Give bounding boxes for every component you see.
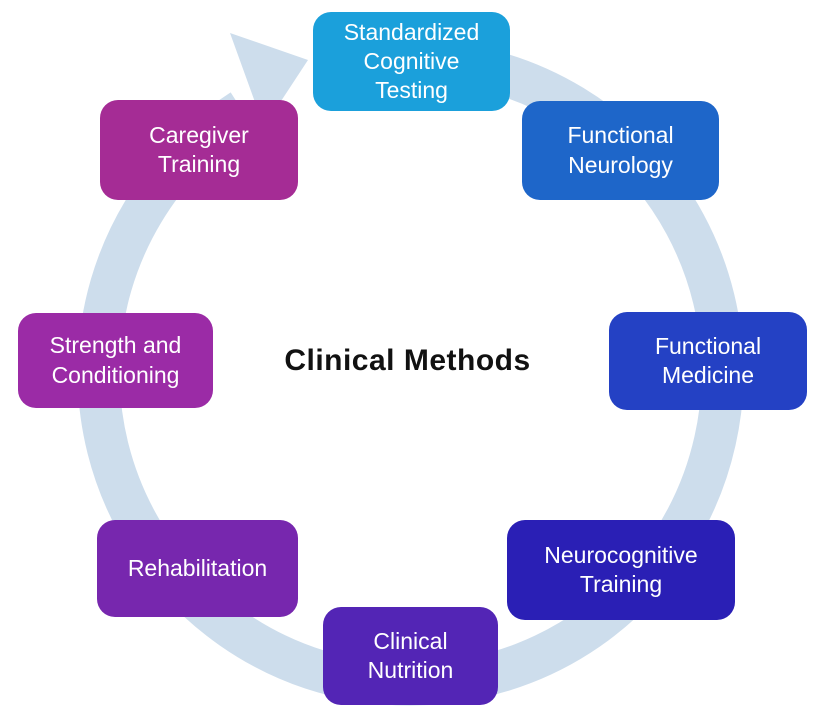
node-functional-medicine: Functional Medicine <box>609 312 807 410</box>
node-label: Neurocognitive Training <box>544 541 698 597</box>
node-label: Functional Medicine <box>654 332 762 388</box>
node-neurocognitive-training: Neurocognitive Training <box>507 520 735 620</box>
node-clinical-nutrition: Clinical Nutrition <box>323 607 498 705</box>
node-label: Strength and Conditioning <box>49 332 182 388</box>
diagram-title: Clinical Methods <box>284 344 531 377</box>
node-functional-neurology: Functional Neurology <box>522 101 719 200</box>
node-label: Clinical Nutrition <box>367 627 454 683</box>
node-caregiver-training: Caregiver Training <box>100 100 298 200</box>
cycle-arrowhead-icon <box>230 33 308 127</box>
node-label: Standardized Cognitive Testing <box>343 18 480 104</box>
node-standardized-cognitive-testing: Standardized Cognitive Testing <box>313 12 510 111</box>
node-label: Functional Neurology <box>567 122 674 178</box>
node-rehabilitation: Rehabilitation <box>97 520 298 617</box>
node-strength-and-conditioning: Strength and Conditioning <box>18 313 213 408</box>
node-label: Rehabilitation <box>127 554 268 581</box>
node-label: Caregiver Training <box>149 121 249 177</box>
